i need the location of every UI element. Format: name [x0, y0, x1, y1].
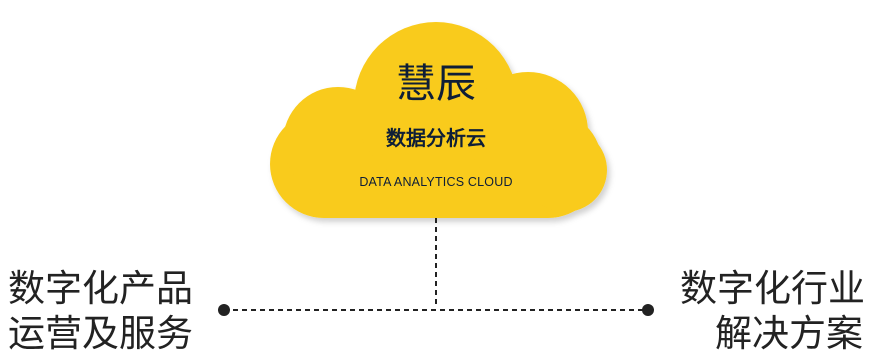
diagram: 慧辰 数据分析云 DATA ANALYTICS CLOUD 数字化产品 运营及服…	[8, 22, 865, 355]
connector-lines	[224, 218, 648, 311]
left-branch-line-1: 数字化产品	[8, 267, 193, 310]
cloud-title: 慧辰	[396, 61, 476, 107]
cloud-shape	[270, 22, 607, 218]
right-branch-line-2: 解决方案	[715, 312, 863, 355]
right-branch-line-1: 数字化行业	[680, 267, 865, 310]
left-endpoint-dot	[218, 304, 230, 316]
left-branch-line-2: 运营及服务	[8, 312, 193, 355]
diagram-graphics	[218, 22, 654, 316]
right-endpoint-dot	[642, 304, 654, 316]
cloud-english-label: DATA ANALYTICS CLOUD	[359, 175, 513, 189]
cloud-subtitle: 数据分析云	[386, 126, 486, 150]
